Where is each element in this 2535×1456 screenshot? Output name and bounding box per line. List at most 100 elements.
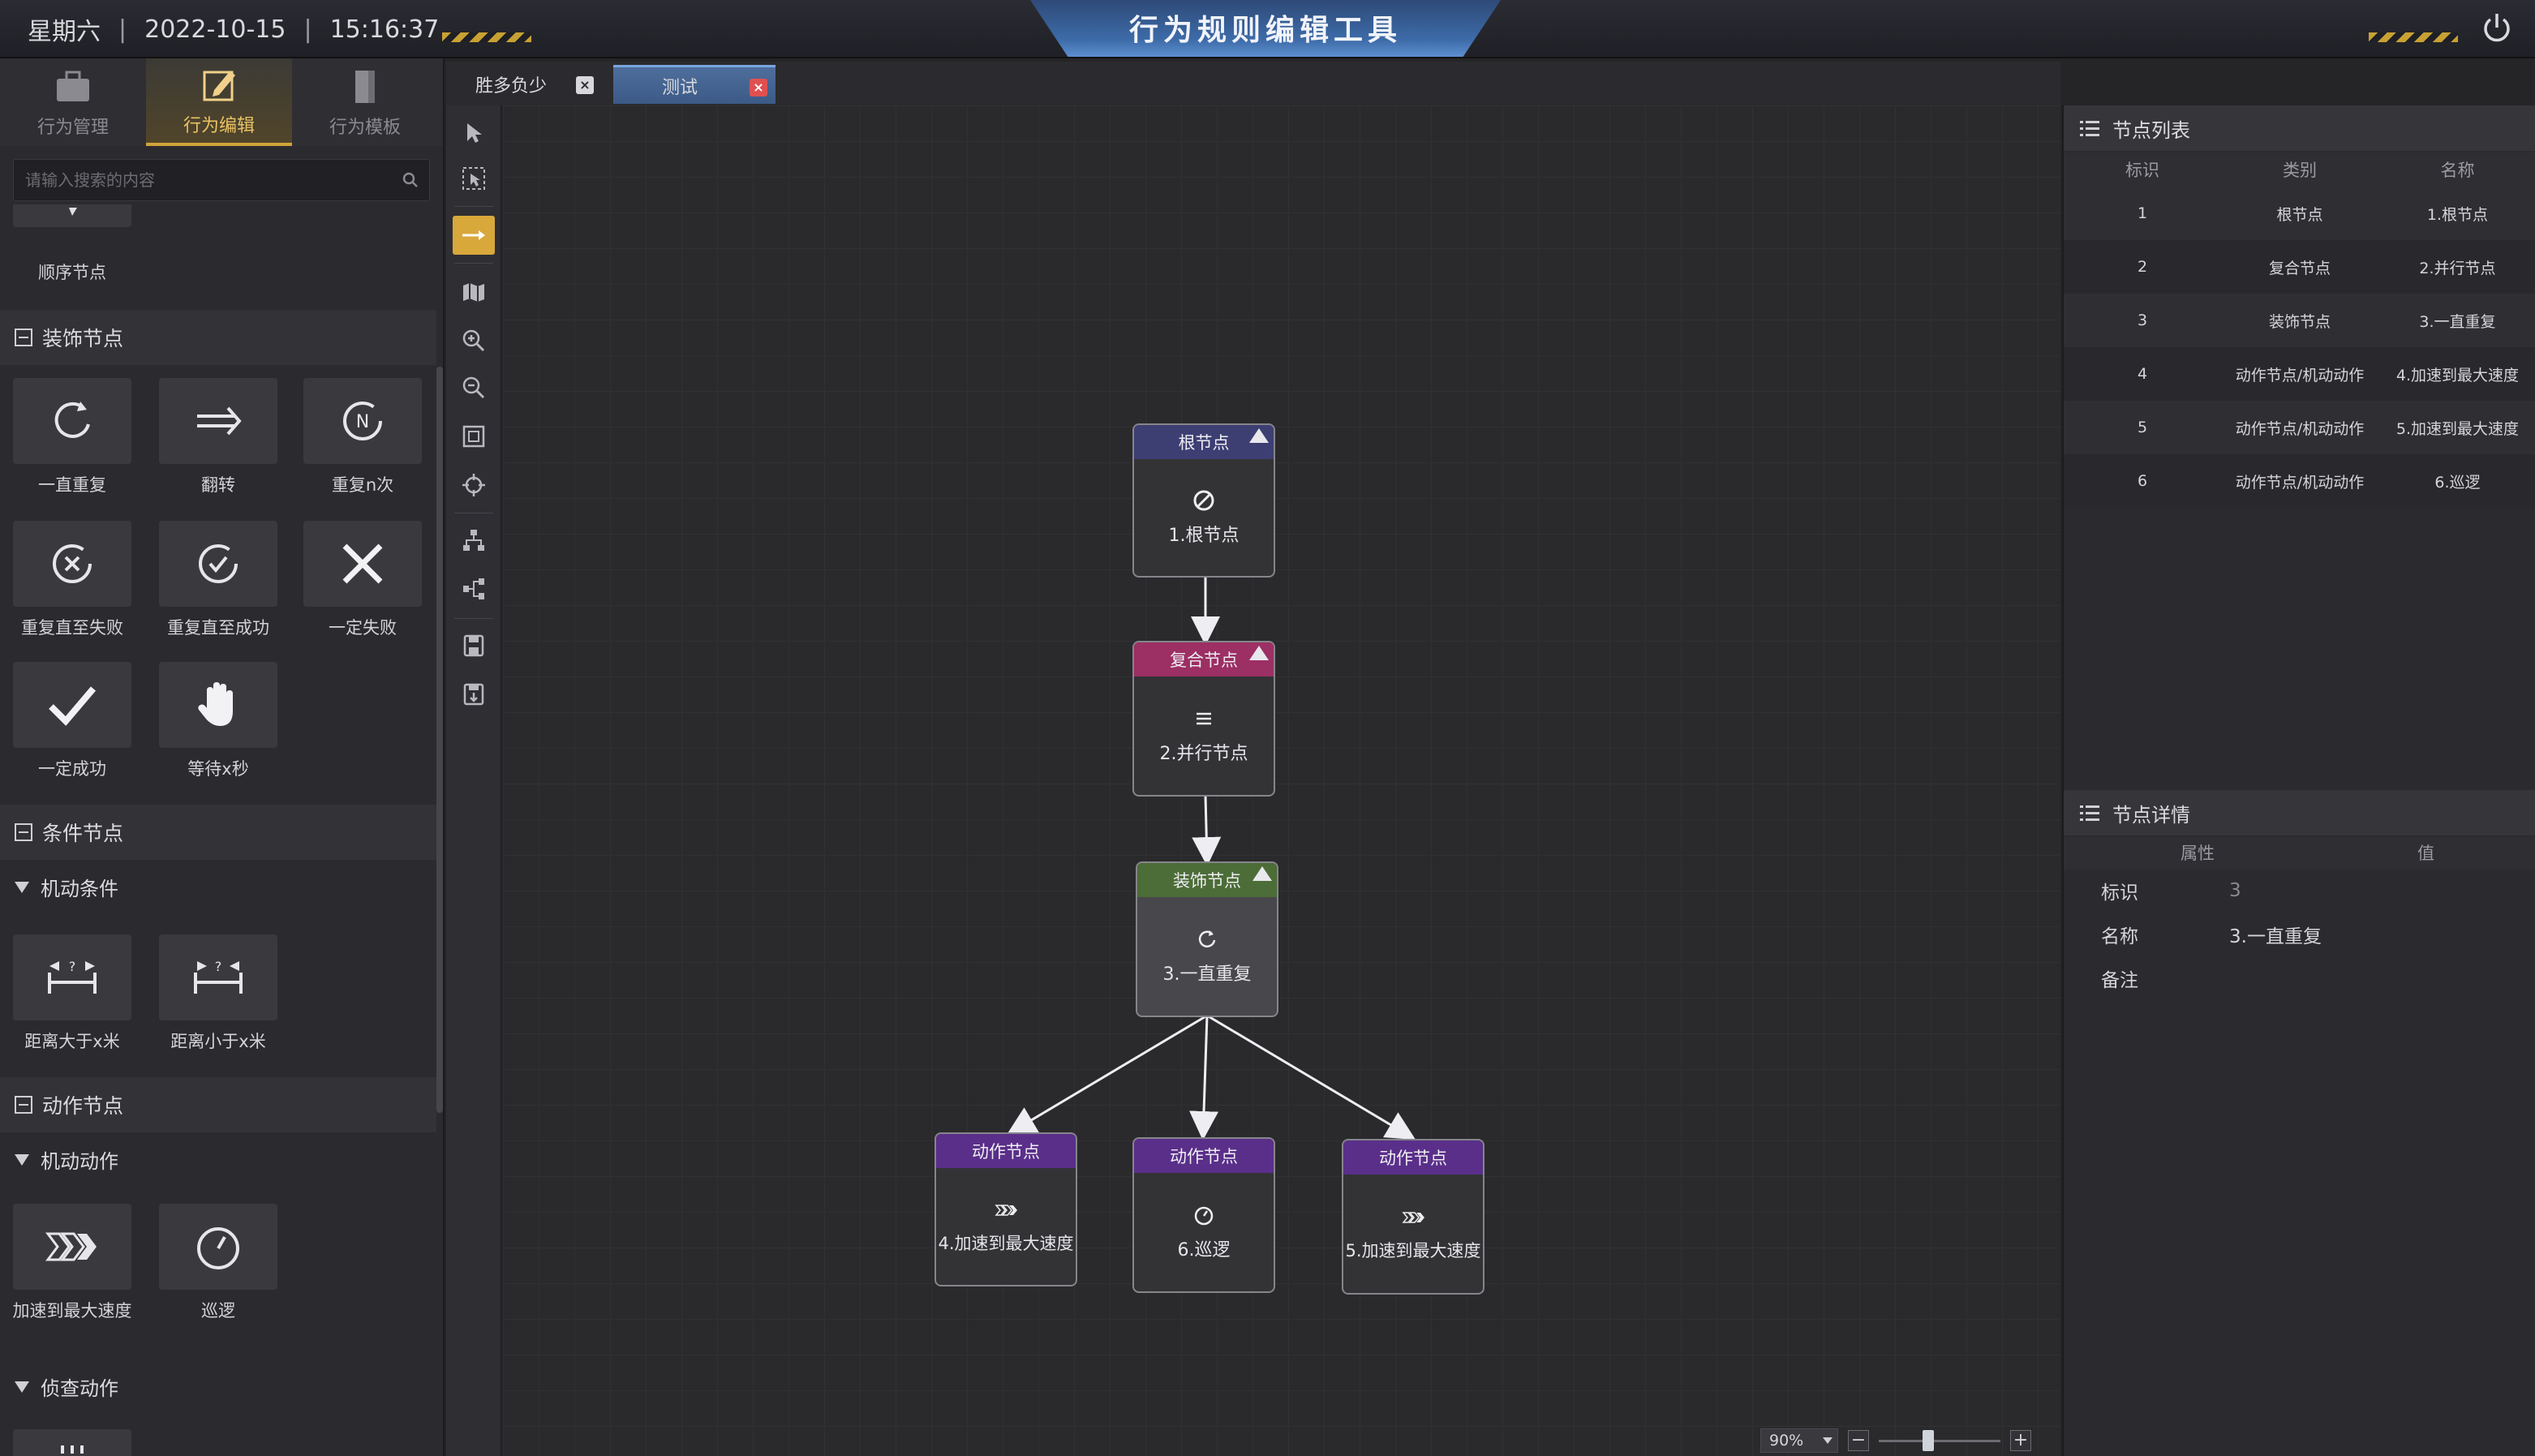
tree-node-composite[interactable]: 复合节点 2.并行节点: [1132, 641, 1275, 797]
section-action[interactable]: 动作节点: [0, 1077, 436, 1132]
section-condition[interactable]: 条件节点: [0, 805, 436, 860]
palette-item-repeat-until-fail[interactable]: [13, 521, 131, 607]
close-icon[interactable]: ×: [576, 76, 594, 94]
palette-item-repeat-n[interactable]: N: [303, 378, 422, 464]
horizontal-layout-button[interactable]: [453, 569, 495, 608]
left-scrollbar[interactable]: [436, 367, 443, 1113]
tree-canvas[interactable]: 根节点 1.根节点 复合节点 2.并行节点 装饰节点: [503, 105, 2060, 1456]
cell-id: 2: [2137, 258, 2148, 276]
node-name: 5.加速到最大速度: [1345, 1241, 1481, 1261]
doc-tab-label: 测试: [662, 77, 698, 98]
panel-title: 节点详情: [2112, 803, 2190, 827]
zoom-out-icon: [462, 376, 485, 399]
palette-item-repeat-until-success[interactable]: [159, 521, 277, 607]
doc-tab-winmore[interactable]: 胜多负少 ×: [446, 65, 602, 104]
collapse-icon: [15, 823, 32, 841]
accelerate-icon: [995, 1205, 1017, 1216]
connect-tool-button[interactable]: [453, 216, 495, 255]
collapse-triangle-icon[interactable]: [1249, 646, 1269, 660]
separator: |: [118, 15, 127, 44]
palette-item-wait[interactable]: [159, 662, 277, 748]
section-title: 条件节点: [42, 822, 124, 845]
node-type: 根节点: [1178, 433, 1230, 453]
node-body: 5.加速到最大速度: [1343, 1175, 1483, 1293]
collapse-triangle-icon[interactable]: [1252, 866, 1272, 881]
map-view-button[interactable]: [453, 273, 495, 311]
box-select-button[interactable]: [453, 159, 495, 198]
zoom-minus-button[interactable]: −: [1848, 1430, 1869, 1451]
tree-node-action-5[interactable]: 动作节点 5.加速到最大速度: [1342, 1139, 1484, 1295]
parallel-icon: [1197, 712, 1211, 725]
palette-item-distance-less[interactable]: ?: [159, 934, 277, 1020]
palette-item-repeat[interactable]: [13, 378, 131, 464]
tab-behavior-edit[interactable]: 行为编辑: [146, 58, 292, 146]
fit-view-button[interactable]: [453, 417, 495, 456]
cell-name: 4.加速到最大速度: [2395, 366, 2520, 384]
node-body: 1.根节点: [1134, 459, 1274, 576]
palette-item-patrol[interactable]: [159, 1204, 277, 1290]
table-row[interactable]: 2 复合节点 2.并行节点: [2064, 240, 2535, 294]
subgroup-recon-action[interactable]: 侦查动作: [15, 1372, 118, 1401]
tree-node-action-4[interactable]: 动作节点 4.加速到最大速度: [935, 1132, 1077, 1286]
center-view-button[interactable]: [453, 466, 495, 505]
subgroup-motion-condition[interactable]: 机动条件: [15, 873, 118, 901]
node-body: 3.一直重复: [1137, 897, 1277, 1016]
tab-behavior-template[interactable]: 行为模板: [292, 58, 438, 146]
search-input[interactable]: [14, 160, 395, 200]
save-button[interactable]: [453, 626, 495, 665]
tab-behavior-manage[interactable]: 行为管理: [0, 58, 146, 146]
tree-node-decorator[interactable]: 装饰节点 3.一直重复: [1136, 861, 1278, 1017]
table-row[interactable]: 6 动作节点/机动动作 6.巡逻: [2064, 454, 2535, 508]
save-as-icon: [463, 683, 484, 706]
search-icon[interactable]: [402, 171, 419, 189]
palette-item-sequence[interactable]: [13, 204, 131, 227]
zoom-slider[interactable]: [1879, 1430, 2000, 1451]
zoom-select[interactable]: 90%: [1760, 1428, 1838, 1453]
palette-item-fail[interactable]: [303, 521, 422, 607]
zoom-plus-button[interactable]: +: [2010, 1430, 2031, 1451]
vertical-layout-button[interactable]: [453, 521, 495, 560]
slider-thumb[interactable]: [1923, 1430, 1934, 1451]
subgroup-motion-action[interactable]: 机动动作: [15, 1145, 118, 1174]
detail-key: 备注: [2101, 970, 2138, 991]
table-row[interactable]: 5 动作节点/机动动作 5.加速到最大速度: [2064, 401, 2535, 454]
tab-label: 行为编辑: [183, 116, 255, 136]
detail-value[interactable]: 3: [2229, 880, 2241, 901]
collapse-triangle-icon[interactable]: [1249, 428, 1269, 443]
map-icon: [463, 283, 484, 302]
close-icon[interactable]: ×: [750, 79, 767, 97]
section-decorator[interactable]: 装饰节点: [0, 310, 436, 365]
palette-item-success[interactable]: [13, 662, 131, 748]
accelerate-icon: [1402, 1212, 1424, 1223]
toolbar-divider: [454, 206, 493, 207]
save-as-button[interactable]: [453, 675, 495, 714]
repeat-icon: [54, 402, 90, 438]
chevron-down-icon: [1823, 1437, 1833, 1444]
detail-value[interactable]: 3.一直重复: [2229, 926, 2322, 947]
column-header-id[interactable]: 标识: [2125, 161, 2159, 180]
column-header-name[interactable]: 名称: [2440, 161, 2475, 180]
node-name: 2.并行节点: [1159, 744, 1248, 764]
repeat-until-success-icon: [199, 544, 238, 583]
tree-node-action-6[interactable]: 动作节点 6.巡逻: [1132, 1137, 1275, 1293]
zoom-out-button[interactable]: [453, 368, 495, 407]
column-header-type[interactable]: 类别: [2283, 161, 2317, 180]
table-row[interactable]: 3 装饰节点 3.一直重复: [2064, 294, 2535, 347]
power-icon[interactable]: [2478, 10, 2516, 47]
doc-tab-test[interactable]: 测试 ×: [613, 65, 776, 104]
node-name: 1.根节点: [1168, 526, 1240, 546]
select-tool-button[interactable]: [453, 114, 495, 152]
palette-item-accelerate[interactable]: [13, 1204, 131, 1290]
table-row[interactable]: 1 根节点 1.根节点: [2064, 187, 2535, 240]
crosshair-icon: [462, 474, 485, 496]
document-tab-bar: 胜多负少 × 测试 ×: [446, 62, 2060, 105]
palette-item-recon[interactable]: [13, 1429, 131, 1456]
datetime-display: 星期六 | 2022-10-15 | 15:16:37: [28, 11, 439, 47]
table-row[interactable]: 4 动作节点/机动动作 4.加速到最大速度: [2064, 347, 2535, 401]
expand-triangle-icon: [15, 881, 29, 893]
tree-node-root[interactable]: 根节点 1.根节点: [1132, 423, 1275, 578]
palette-item-distance-greater[interactable]: ?: [13, 934, 131, 1020]
palette-item-invert[interactable]: [159, 378, 277, 464]
zoom-in-button[interactable]: [453, 321, 495, 360]
